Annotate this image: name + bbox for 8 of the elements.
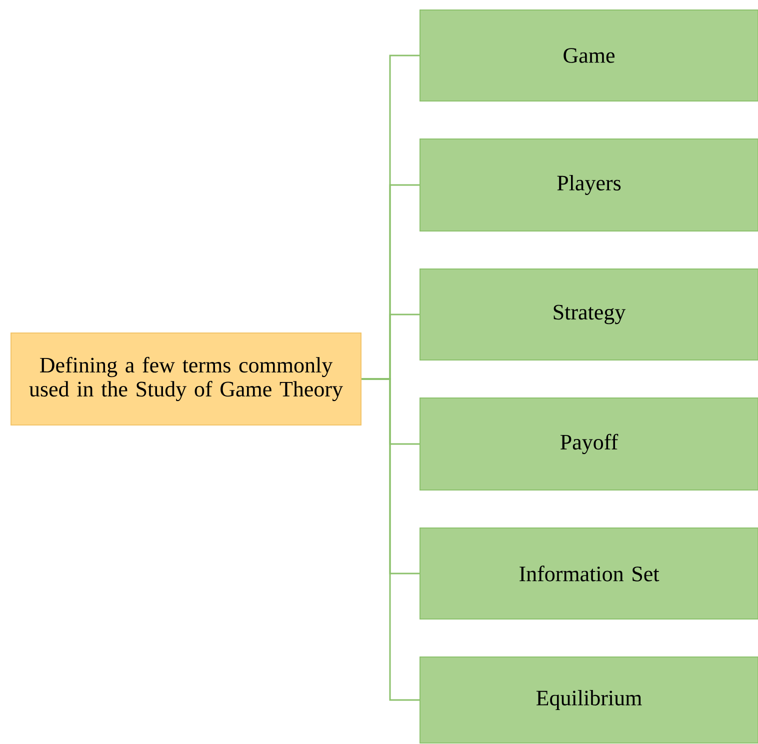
term-box: Strategy [420,268,758,360]
term-box: Payoff [420,398,758,490]
term-box: Information Set [420,528,758,620]
term-box: Game [420,10,758,102]
term-box: Players [420,138,758,232]
term-box: Equilibrium [420,656,758,744]
connector-line [362,378,420,701]
topic-box: Defining a few terms commonly used in the Study of Game Theory [10,332,362,426]
